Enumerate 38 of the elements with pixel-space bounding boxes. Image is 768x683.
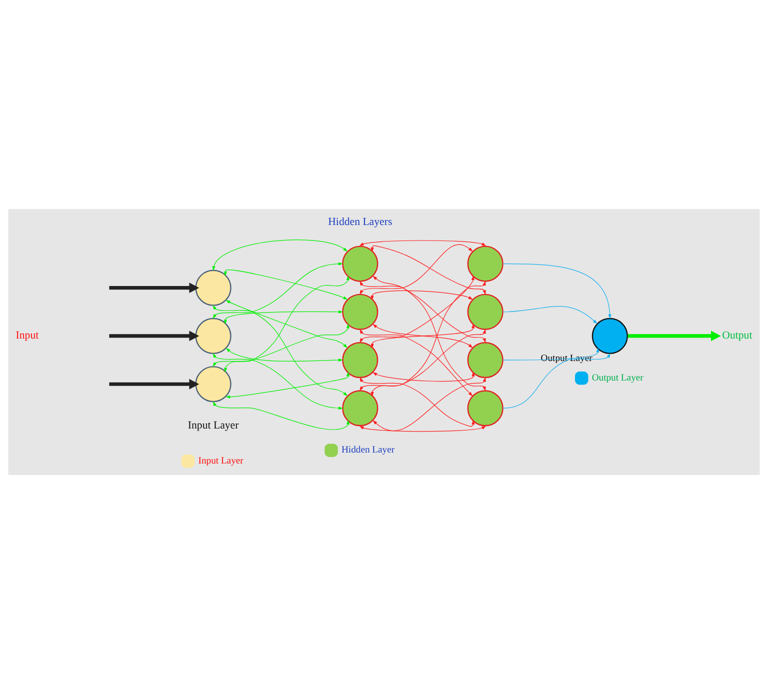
arrow [359,240,486,246]
label: Input Layer [188,418,239,431]
label: Input [16,329,39,342]
arrow [370,244,486,294]
arrow [372,275,486,342]
arrow [359,425,486,432]
legend-label: Output Layer [592,372,644,383]
arrow [372,376,486,430]
arrow [212,352,343,410]
arrow [226,300,348,348]
arrow [226,348,343,362]
arrow [224,269,348,300]
arrow [502,262,612,318]
arrow [212,262,343,318]
arrow [370,328,486,396]
node-text: Output [722,329,752,342]
arrow [212,275,350,366]
arrow [370,290,473,300]
arrow [224,323,350,372]
arrow [109,378,200,389]
legend-label: Input Layer [198,454,244,466]
arrow [360,376,475,426]
legend-label: Hidden Layer [341,444,395,456]
arrow [502,306,598,324]
arrow [109,330,200,341]
arrow [360,275,475,342]
arrow [109,282,200,293]
arrow [372,371,475,382]
arrow [360,328,473,396]
arrow [226,371,350,398]
arrow [224,310,343,324]
arrow [628,330,721,341]
label: Hidden Layers [328,215,392,228]
arrow [502,352,610,408]
arrow [212,304,348,396]
arrow [212,239,348,270]
arrow [212,400,350,430]
arrow [360,244,473,294]
